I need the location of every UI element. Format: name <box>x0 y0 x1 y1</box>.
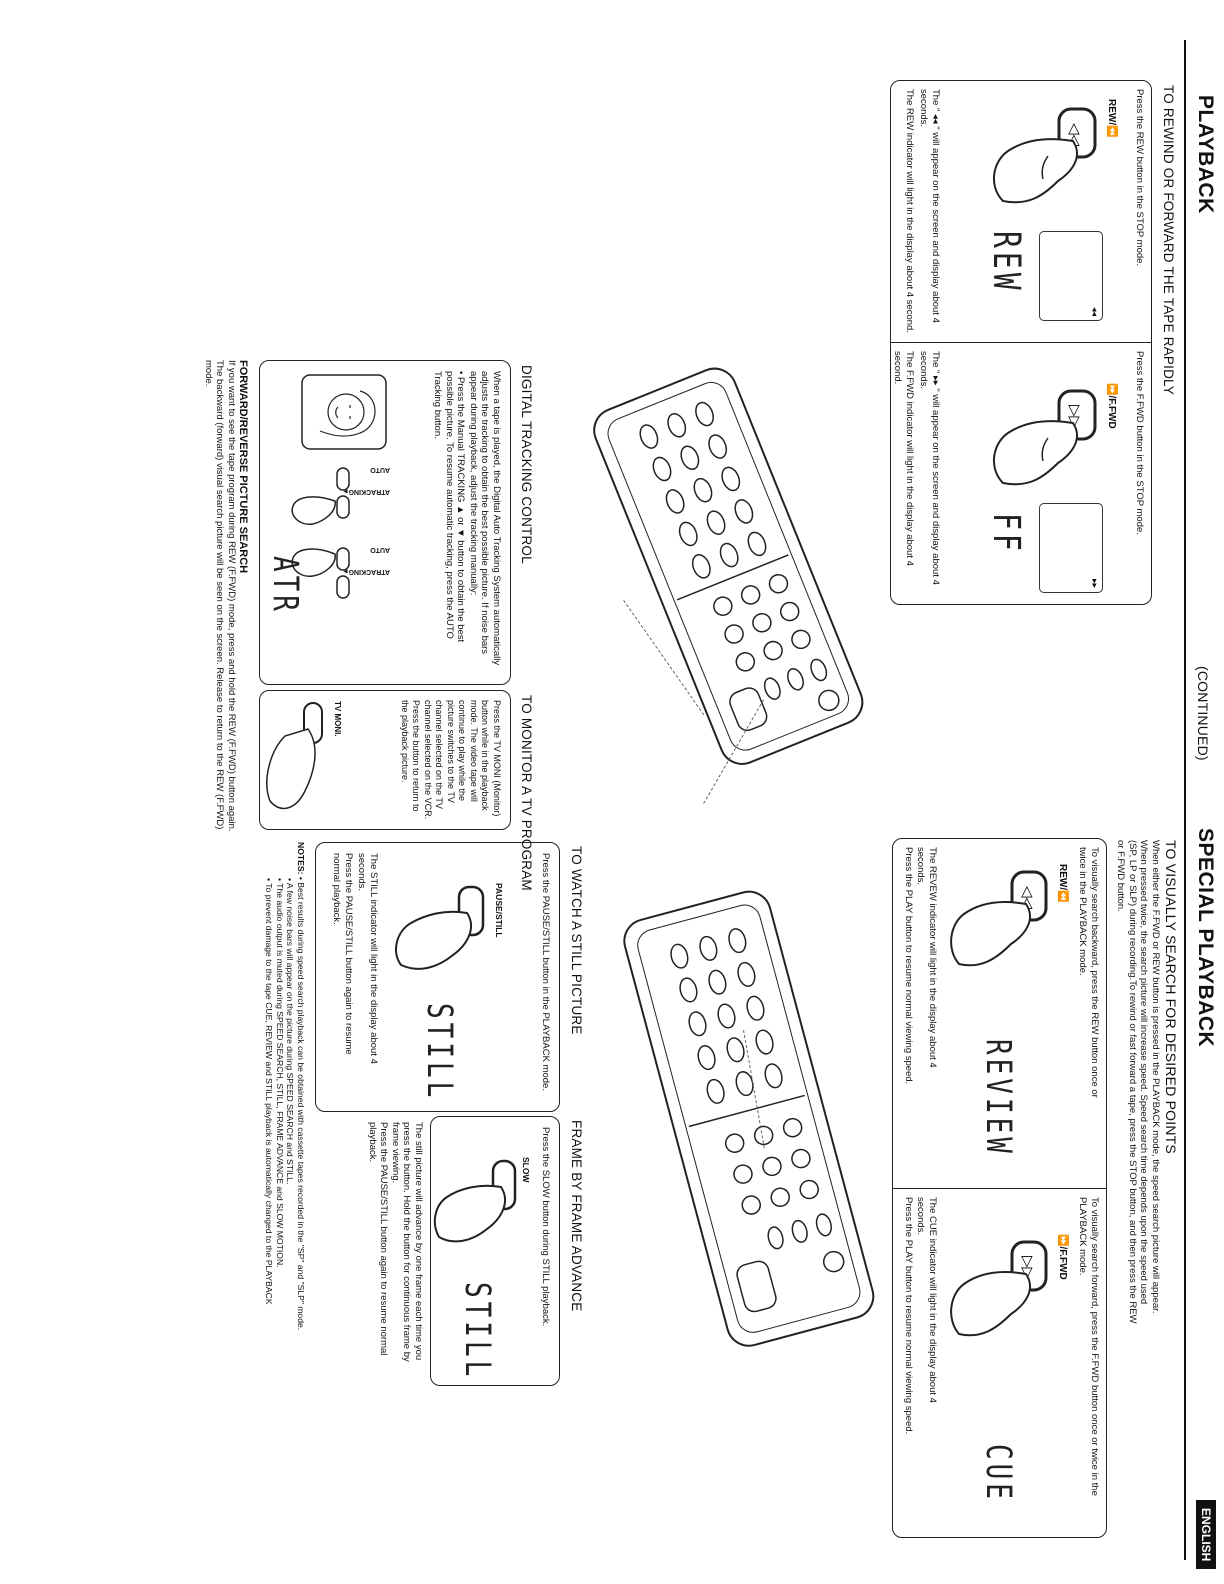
frame-instruction: Press the SLOW button during STILL playb… <box>540 1127 551 1327</box>
monitor-box: Press the TV MONI (Monitor) button while… <box>259 690 511 830</box>
rew-tv-screen: ◂◂ <box>1039 231 1103 321</box>
frame-note: The still picture will advance by one fr… <box>390 1122 424 1362</box>
rew-display: REW <box>984 231 1029 294</box>
forward-reverse-line-3: mode. <box>203 360 214 387</box>
forward-reverse-title: FORWARD/REVERSE PICTURE SEARCH <box>237 360 249 574</box>
rew-screen-symbol: ◂◂ <box>1090 306 1100 316</box>
tracking-section-title: DIGITAL TRACKING CONTROL <box>519 365 534 564</box>
rew-cell: Press the REW button in the STOP mode. R… <box>891 81 1151 343</box>
visual-search-line-2: When pressed twice, the search picture w… <box>1138 840 1150 1305</box>
rew-button-label: REW/⏪ <box>1106 99 1117 138</box>
hand-press-rew-icon: ◁◁ <box>992 107 1097 204</box>
hand-press-review-icon: ◁◁ <box>950 870 1048 967</box>
ff-screen-symbol: ▸▸ <box>1090 578 1100 588</box>
still-display: STILL <box>418 1003 460 1102</box>
visual-search-title: TO VISUALLY SEARCH FOR DESIRED POINTS <box>1163 840 1179 1154</box>
note-1: • Best results during speed search playb… <box>296 876 306 1331</box>
ff-note-2: The F.FWD indicator will light in the di… <box>892 351 916 566</box>
still-section-title: TO WATCH A STILL PICTURE <box>569 846 584 1035</box>
rewind-section-title: TO REWIND OR FORWARD THE TAPE RAPIDLY <box>1161 85 1176 395</box>
forward-reverse-block: FORWARD/REVERSE PICTURE SEARCH If you wa… <box>203 360 249 1150</box>
visual-search-line-4: or F.FWD button. <box>1115 840 1127 912</box>
visual-search-line-1: When either the F.FWD or REW button is p… <box>1150 840 1161 1314</box>
notes-label: NOTES: <box>296 842 306 875</box>
search-fwd-button-label: ⏩/F.FWD <box>1057 1234 1068 1280</box>
notes-line-1: NOTES: • Best results during speed searc… <box>296 842 306 1562</box>
header-rule <box>1184 40 1186 1560</box>
auto-tracking-hand-icon <box>291 547 350 599</box>
tv-moni-label: TV MONI. <box>333 701 342 737</box>
auto-label: AUTO <box>370 466 390 473</box>
page-title-playback: PLAYBACK <box>1194 95 1217 214</box>
tv-with-face-icon <box>301 374 387 450</box>
page-title-special-playback: SPECIAL PLAYBACK <box>1194 828 1217 1048</box>
note-2: • A few noise bars will appear on the pi… <box>285 878 296 1185</box>
hand-press-slow-icon <box>433 1159 517 1243</box>
pause-still-label: PAUSE/STILL <box>494 883 504 938</box>
remote-control-illustration-left <box>593 367 864 765</box>
frame-note-block: The still picture will advance by one fr… <box>367 1122 424 1382</box>
auto-label-2: AUTO <box>370 546 390 553</box>
hand-press-ff-icon: ▷▷ <box>992 389 1097 486</box>
tracking-hand-icon <box>291 467 350 525</box>
search-fwd-note-2: Press the PLAY button to resume normal v… <box>903 1197 914 1435</box>
frame-note-2: Press the PAUSE/STILL button again to re… <box>367 1122 390 1356</box>
tracking-text: When a tape is played, the Digital Auto … <box>468 371 502 666</box>
hand-press-cue-icon: ▷▷ <box>950 1240 1048 1337</box>
ff-note: The " ▸▸ " will appear on the screen and… <box>918 351 942 585</box>
tracking-buttons-right: AUTO ATRACKING▼ ATR <box>265 546 391 616</box>
visual-search-intro: When either the F.FWD or REW button is p… <box>1115 840 1162 1560</box>
still-box: Press the PAUSE/STILL button in the PLAY… <box>315 842 560 1112</box>
search-back-instruction: To visually search backward, press the R… <box>1077 847 1101 1098</box>
cue-display: CUE <box>977 1444 1019 1503</box>
rew-instruction: Press the REW button in the STOP mode. <box>1134 89 1145 267</box>
remote-control-illustration-right <box>623 890 875 1347</box>
still-note-2: Press the PAUSE/STILL button again to re… <box>331 853 355 1055</box>
review-display: REVIEW <box>977 1039 1019 1157</box>
notes-block: NOTES: • Best results during speed searc… <box>264 842 307 1562</box>
visual-search-box: To visually search backward, press the R… <box>892 838 1107 1538</box>
still-note: The STILL indicator will light in the di… <box>356 853 380 1064</box>
ff-instruction: Press the F.FWD button in the STOP mode. <box>1134 351 1145 535</box>
still-instruction: Press the PAUSE/STILL button in the PLAY… <box>540 853 551 1091</box>
forward-reverse-line-1: If you want to see the tape program duri… <box>226 360 237 832</box>
search-back-button-label: REW/⏪ <box>1057 864 1068 903</box>
continued-label: (CONTINUED) <box>1195 666 1211 761</box>
hand-press-pause-still-icon <box>395 885 485 970</box>
search-back-cell: To visually search backward, press the R… <box>893 839 1106 1189</box>
rewind-box: Press the REW button in the STOP mode. R… <box>890 80 1152 605</box>
ff-display: FF <box>984 513 1029 555</box>
language-badge: ENGLISH <box>1196 1500 1216 1570</box>
frame-still-display: STILL <box>456 1282 498 1381</box>
slow-label: SLOW <box>521 1157 531 1183</box>
ff-button-label: ⏩/F.FWD <box>1106 383 1117 429</box>
tracking-buttons-left: AUTO ATRACKING▼ <box>280 466 390 536</box>
tracking-box: When a tape is played, the Digital Auto … <box>259 360 511 685</box>
ff-tv-screen: ▸▸ <box>1039 503 1103 593</box>
note-3: • The audio output is muted during SPEED… <box>275 878 285 1268</box>
rew-note: The " ◂◂ " will appear on the screen and… <box>918 89 942 323</box>
rew-note-2: The REW indicator will light in the disp… <box>904 89 915 333</box>
search-fwd-note: The CUE indicator will light in the disp… <box>915 1197 939 1403</box>
ff-cell: Press the F.FWD button in the STOP mode.… <box>891 343 1151 605</box>
search-fwd-instruction: To visually search forward, press the F.… <box>1077 1197 1101 1496</box>
hand-press-tv-moni-icon <box>266 702 323 810</box>
search-fwd-cell: To visually search forward, press the F.… <box>893 1189 1106 1539</box>
visual-search-line-3: (SP, LP or SLP) during recording.To rewi… <box>1127 840 1138 1324</box>
search-back-note: The REVEW indicator will light in the di… <box>915 847 939 1068</box>
frame-section-title: FRAME BY FRAME ADVANCE <box>569 1120 584 1312</box>
atr-display: ATR <box>264 556 306 615</box>
forward-reverse-line-2: The backward (forward) visual search pic… <box>214 360 226 830</box>
tracking-bullet: • Press the Manual TRACKING ▲ or ▼ butto… <box>432 371 467 643</box>
frame-box: Press the SLOW button during STILL playb… <box>430 1116 560 1386</box>
note-4: • To prevent damage to the tape CUE, REV… <box>264 878 275 1305</box>
monitor-text: Press the TV MONI (Monitor) button while… <box>400 700 502 820</box>
search-back-note-2: Press the PLAY button to resume normal v… <box>903 847 914 1085</box>
